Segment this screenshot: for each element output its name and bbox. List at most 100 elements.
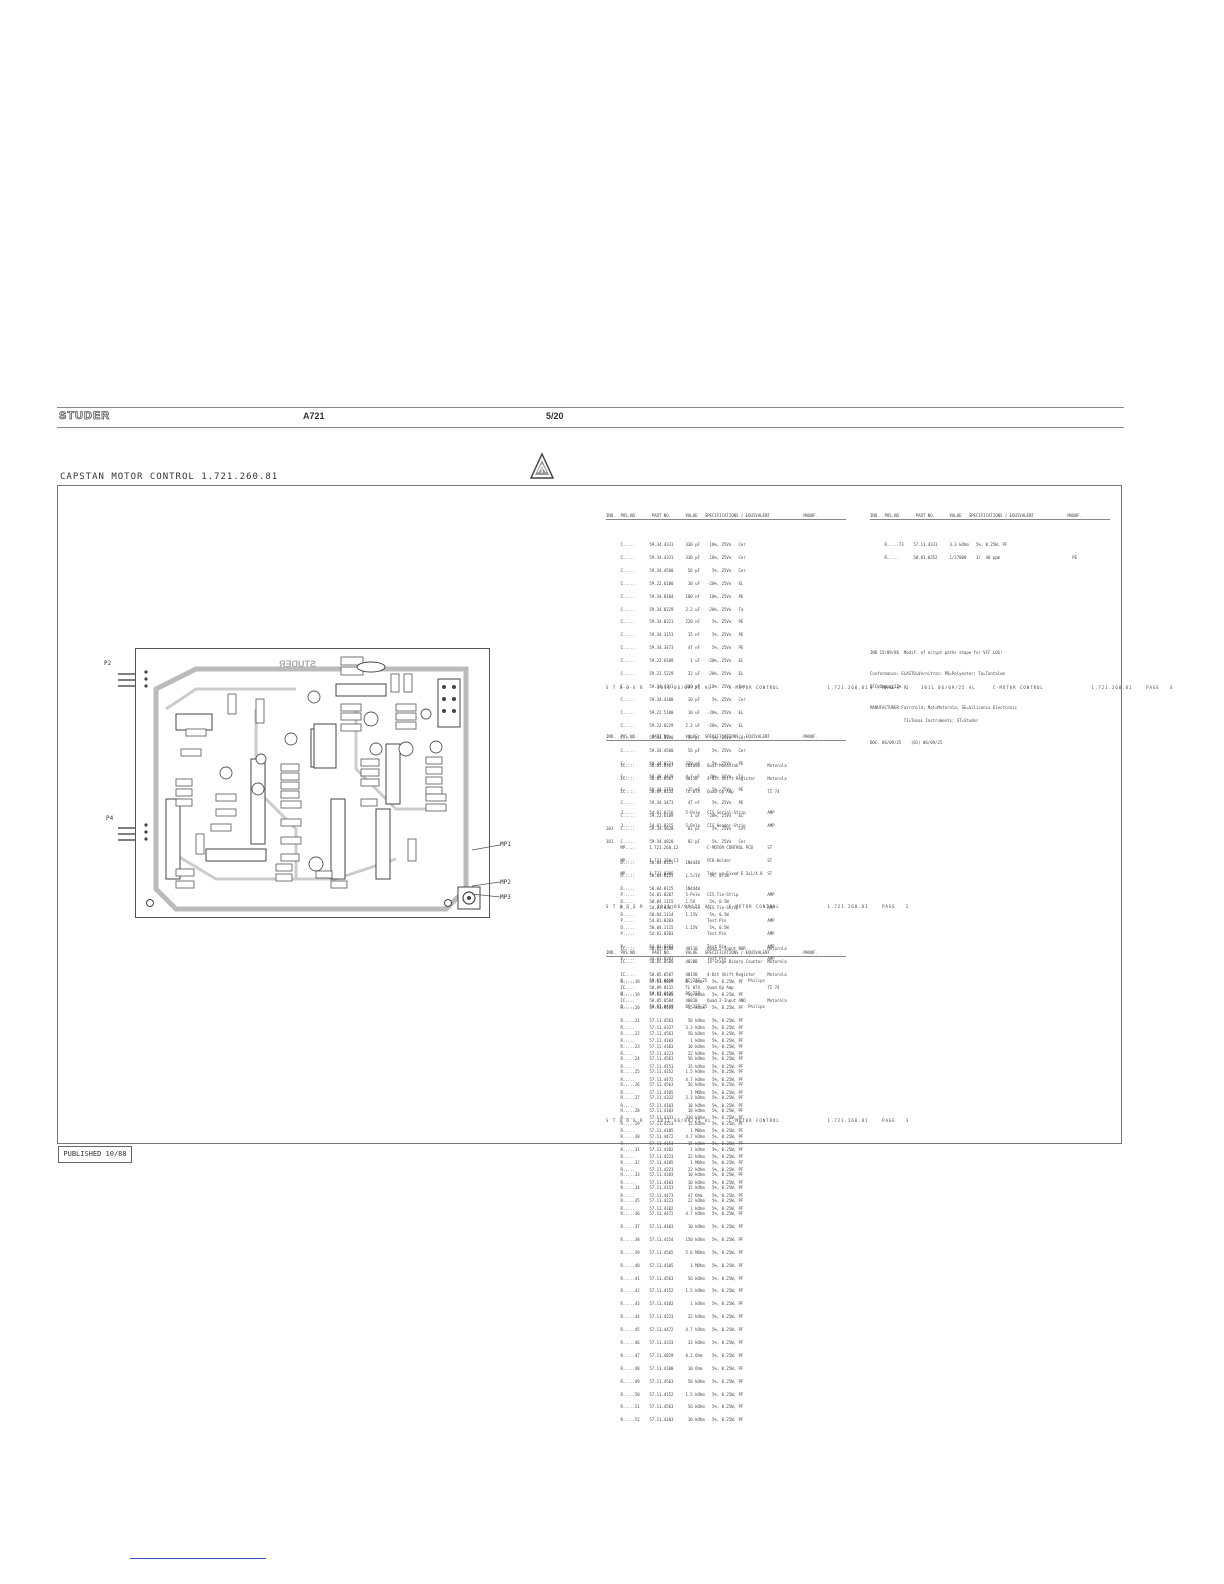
header-top-rule — [57, 407, 1124, 408]
connector-label-p4: P4 — [106, 815, 114, 822]
list-item: R.....34 57.11.4153 15 kOhm 5%, 0.25W, P… — [606, 1185, 744, 1191]
footer-link-underline[interactable] — [130, 1558, 266, 1559]
list-item: R..... 57.11.4473 47 Ohm 5%, 0.25W, PF — [606, 1192, 744, 1198]
parts-list-sheet-3: IND. POS.NO. PART NO. VALUE SPECIFICATIO… — [606, 726, 908, 1210]
esd-warning-triangle-icon — [529, 452, 555, 484]
list-item: P..... 54.01.0207 5-Pole CIS Tie-Strip A… — [606, 904, 775, 910]
list-item: IC.... 50.05.0587 4015B 4-Bit Shift Regi… — [606, 971, 787, 977]
sheet-footer: S T U D E R 1011 06/09/25 AL C-MOTOR CON… — [606, 904, 910, 909]
list-item: R.....49 57.11.4563 56 kOhm 5%, 0.25W, P… — [606, 1378, 744, 1384]
list-item: R..... 57.11.4103 1 kOhm 5%, 0.25W, PF — [606, 1038, 744, 1044]
list-item: R..... 57.11.4153 15 kOhm 5%, 0.25W, PF — [606, 1063, 744, 1069]
parts-list-notes: IND 15/09/86 Modif. of ecrypt paths shap… — [870, 642, 1017, 754]
connector-label-mp1: MP1 — [500, 841, 511, 848]
parts-list-rows: R.....18 57.11.4829 8.2 Ohm 5%, 0.25W, P… — [606, 971, 846, 1431]
list-item: R..... 57.11.4103 10 kOhm 5%, 0.25W, PF — [606, 1102, 744, 1108]
list-item: C..... 59.34.4331 330 pF 10%, 25Vo Cer — [606, 683, 746, 689]
list-item: IC.... 50.05.0584 4081B Quad 2-Input AND… — [606, 997, 787, 1003]
note-line: EFC=Ohmic 12% — [870, 683, 902, 689]
list-item: R.....29 57.11.4153 15 kOhm 5%, 0.25W, P… — [606, 1120, 744, 1126]
list-item: IC.... 50.05.0580 4020B 14-Stage Binary … — [606, 958, 787, 964]
parts-list-sheet-4: IND. POS.NO. PART NO. VALUE SPECIFICATIO… — [606, 942, 908, 1422]
connector-label-mp3: MP3 — [500, 894, 511, 901]
list-item: R.....40 57.11.4105 1 MOhm 5%, 0.25W, PF — [606, 1262, 744, 1268]
parts-list-header: IND. POS.NO. PART NO. VALUE SPECIFICATIO… — [870, 513, 1110, 520]
list-item: C..... 59.34.2390 39 pF 5%, 25Vo Cer — [606, 735, 746, 741]
list-item: R.....23 57.11.4103 10 kOhm 5%, 0.25W, P… — [606, 1043, 744, 1049]
list-item: R.....51 57.11.4563 56 kOhm 5%, 0.25W, P… — [606, 1404, 744, 1410]
list-item: R.....44 57.11.4223 22 kOhm 5%, 0.25W, P… — [606, 1314, 744, 1320]
list-item: R.....33 57.11.4103 10 kOhm 5%, 0.25W, P… — [606, 1172, 744, 1178]
sheet-footer: S T U D E R 1011 06/09/25 AL C-MOTOR CON… — [870, 685, 1174, 690]
list-item: 101 C..... 59.34.4820 82 pF 5%, 25Vo Cer — [606, 838, 746, 844]
list-item: C..... 59.34.0229 2.2 uF -20%, 25Vo Ta — [606, 606, 744, 612]
list-item: R.....31 57.11.4102 1 kOhm 5%, 0.25W, PF — [606, 1146, 744, 1152]
list-item: C..... 59.34.4331 330 pF 10%, 25Vo Cer — [606, 554, 746, 560]
list-item: P..... 54.01.0203 Test Pin AMP — [606, 917, 775, 923]
list-item: IC.... 50.09.0132 TL 074 Quad Op Amp TI … — [606, 984, 780, 990]
list-item: R..... 57.11.4223 22 kOhm 5%, 0.25W, PF — [606, 1050, 744, 1056]
list-item: Q..... 50.03.0469 BC 237-25 Philips — [606, 1003, 765, 1009]
list-item: Q..... 50.03.0436 BC 237 — [606, 990, 700, 996]
drawing-frame — [57, 485, 1122, 1144]
list-item: R..... 57.11.4223 22 kOhm 5%, 0.25W, PF — [606, 1166, 744, 1172]
list-item: IC.... 50.09.0132 TL 074 Quad Op Amp TI … — [606, 788, 780, 794]
list-item: MP.... 1.721.260.12 C-MOTOR CONTROL PCB … — [606, 844, 773, 850]
pcb-component-layout: STUDER — [135, 648, 490, 918]
list-item: D..... 50.04.1115 1.15V 5%, 0.5W — [606, 924, 729, 930]
list-item: R.....47 57.11.4829 8.2 Ohm 5%, 0.25W, P… — [606, 1352, 744, 1358]
list-item: C..... 59.22.8229 2.2 uF -20%, 25Vo EL — [606, 722, 744, 728]
list-item: C..... 59.34.4560 56 pF 5%, 25Vo Cer — [606, 567, 746, 573]
list-item: C..... 59.34.0221 220 nF 5%, 25Vo PE — [606, 761, 744, 767]
connector-label-p2: P2 — [104, 660, 112, 667]
sheet-footer: S T U D E R 1011 06/09/25 AL C-MOTOR CON… — [606, 1118, 910, 1123]
parts-list-header: IND. POS.NO. PART NO. VALUE SPECIFICATIO… — [606, 950, 846, 957]
published-date-box: PUBLISHED 10/88 — [58, 1146, 132, 1163]
list-item: C..... 59.34.4560 56 pF 5%, 25Vo Cer — [606, 748, 746, 754]
list-item: R..... 57.11.4153 15 kOhm 5%, 0.25W, PF — [606, 1141, 744, 1147]
list-item: R.....73 57.11.4331 3.3 kOhm 5%, 0.25W, … — [870, 542, 1008, 548]
note-line: TI=Texas Instruments; ST=Studer — [870, 718, 979, 724]
list-item: R..... 57.11.4331 330 kOhm 5%, 0.25W, PF — [606, 1115, 744, 1121]
list-item: J..... 54.01.0216 5-Pole CIS Serial-Stri… — [606, 810, 775, 816]
list-item: R.....36 57.11.4472 4.7 kOhm 5%, 0.25W, … — [606, 1211, 744, 1217]
list-item: R.....48 57.11.4100 10 Ohm 5%, 0.25W, PF — [606, 1365, 744, 1371]
list-item: P..... 54.01.0203 Test Pin AMP — [606, 930, 775, 936]
list-item: R.....28 57.11.4103 10 kOhm 5%, 0.25W, P… — [606, 1107, 744, 1113]
list-item: P..... 54.01.0203 Test Pin AMP — [606, 943, 775, 949]
header-bottom-rule — [57, 427, 1124, 428]
list-item: MP.... 1.721.260.11 PCB-Holder ST — [606, 857, 773, 863]
list-item: R.....45 57.11.4472 4.7 kOhm 5%, 0.25W, … — [606, 1327, 744, 1333]
list-item: R.....35 57.11.4223 22 kOhm 5%, 0.25W, P… — [606, 1198, 744, 1204]
page-title: CAPSTAN MOTOR CONTROL 1.721.260.81 — [60, 472, 279, 482]
parts-list-header: IND. POS.NO. PART NO. VALUE SPECIFICATIO… — [606, 734, 846, 741]
list-item: R.....39 57.11.4565 5.6 MOhm 5%, 0.25W, … — [606, 1249, 744, 1255]
list-item: C..... 59.22.6109 1 uF -20%, 25Vo EL — [606, 658, 744, 664]
list-item: R.....22 57.11.4563 56 kOhm 5%, 0.25W, P… — [606, 1030, 744, 1036]
studer-logo: STUDER — [59, 410, 111, 423]
list-item: R.....27 57.11.4332 3.3 kOhm 5%, 0.25W, … — [606, 1095, 744, 1101]
list-item: R.....42 57.11.4152 1.5 kOhm 5%, 0.25W, … — [606, 1288, 744, 1294]
list-item: C..... 59.34.8104 100 nF 10%, 25Vo PE — [606, 593, 744, 599]
list-item: IC.... 50.05.0587 4015B 4-Bit Shift Regi… — [606, 775, 787, 781]
list-item: Q..... 50.03.0469 BC 237-25 Philips — [606, 977, 765, 983]
parts-list-rows: C..... 59.34.4331 330 pF 10%, 25Vo Cer C… — [606, 534, 846, 1011]
list-item: R.....52 57.11.4103 10 kOhm 5%, 0.25W, P… — [606, 1417, 744, 1423]
model-number: A721 — [303, 411, 325, 421]
list-item: R.....20 57.11.4153 15 kOhm 5%, 0.25W, P… — [606, 1004, 744, 1010]
list-item: R.....24 57.11.4563 56 kOhm 5%, 0.25W, P… — [606, 1056, 744, 1062]
parts-list-rows: R.....73 57.11.4331 3.3 kOhm 5%, 0.25W, … — [870, 534, 1110, 568]
page-number: 5/20 — [546, 411, 564, 421]
list-item: R.....18 57.11.4829 8.2 Ohm 5%, 0.25W, P… — [606, 979, 744, 985]
list-item: D..... 50.04.0125 1N4448 — [606, 885, 700, 891]
list-item: R.....43 57.11.4102 1 kOhm 5%, 0.25W, PF — [606, 1301, 744, 1307]
list-item: D..... 50.04.1115 1.5V 5%, 0.5W — [606, 898, 729, 904]
pcb-board-label: STUDER — [278, 659, 316, 669]
list-item: R.....38 57.11.4154 150 kOhm 5%, 0.25W, … — [606, 1236, 744, 1242]
list-item: R.....30 57.11.4472 4.7 kOhm 5%, 0.25W, … — [606, 1133, 744, 1139]
list-item: J..... 54.01.0215 5-Pole CIS Header-Stri… — [606, 823, 775, 829]
parts-list-sheet-2: IND. POS.NO. PART NO. VALUE SPECIFICATIO… — [870, 505, 1172, 745]
note-line: DOC. 06/09/25 (01) 06/09/25 — [870, 739, 943, 745]
list-item: R..... 57.11.4105 1 MOhm 5%, 0.25W, PF — [606, 1128, 744, 1134]
list-item: R.....21 57.11.4563 56 kOhm 5%, 0.25W, P… — [606, 1017, 744, 1023]
